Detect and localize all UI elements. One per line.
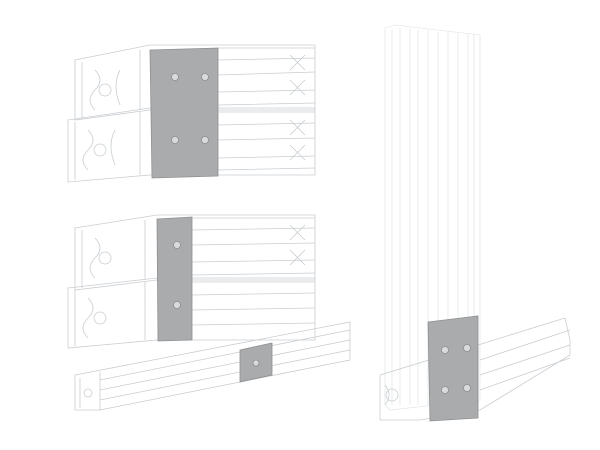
aluminum-profile-lower — [67, 277, 316, 349]
connector-plate-narrow — [156, 216, 193, 342]
aluminum-profile-upper — [74, 214, 316, 291]
assembly-square-plate-stacked — [67, 44, 316, 183]
aluminum-profile-lower — [67, 107, 316, 183]
connector-plate-t — [427, 315, 479, 422]
connector-plate-square — [149, 47, 219, 179]
assembly-inline-joint — [74, 321, 351, 411]
aluminum-profile-inline — [74, 321, 351, 411]
connector-plate-small — [239, 342, 273, 383]
assembly-narrow-plate-stacked — [67, 214, 316, 349]
assembly-t-joint — [379, 24, 571, 422]
